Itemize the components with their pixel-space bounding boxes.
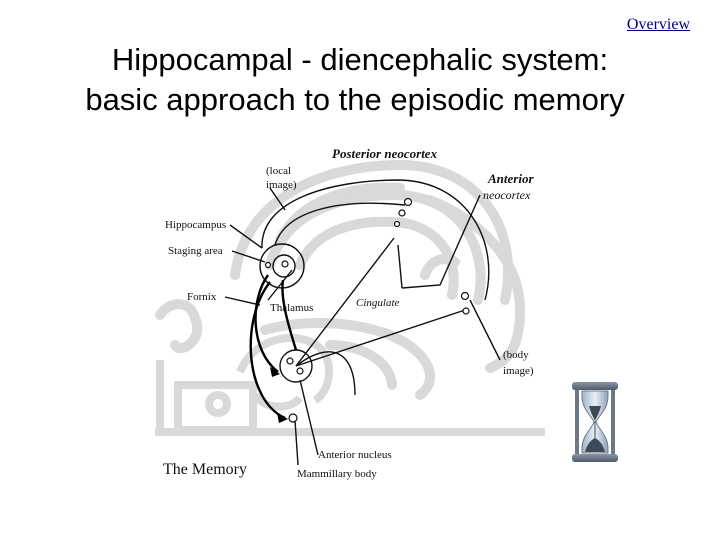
label-fornix: Fornix xyxy=(187,291,217,303)
thalamus-arc xyxy=(295,351,356,396)
local-image-leader xyxy=(269,187,286,211)
arrowheads xyxy=(270,367,288,423)
mammillary-leader xyxy=(294,419,299,466)
label-neocortex: neocortex xyxy=(483,188,531,202)
title-line-1: Hippocampal - diencephalic system: xyxy=(111,42,609,77)
label-posterior-neocortex: Posterior neocortex xyxy=(332,146,438,161)
thalamus-to-cingulate xyxy=(295,237,395,367)
fornix-arrow-thalamus xyxy=(254,274,279,373)
label-anterior-nucleus: Anterior nucleus xyxy=(318,449,392,461)
hippocampus-leader xyxy=(229,224,263,249)
label-body-image: (body xyxy=(503,349,529,361)
label-hippocampus: Hippocampus xyxy=(165,219,226,231)
label-mammillary-body: Mammillary body xyxy=(297,468,377,480)
anterior-drop xyxy=(397,244,403,289)
nodes xyxy=(264,197,470,423)
thalamus-leader xyxy=(267,269,293,301)
anterior-nucleus-leader xyxy=(299,379,319,456)
label-local-image-2: image) xyxy=(266,179,297,191)
label-thalamus: Thalamus xyxy=(270,302,313,314)
staging-leader xyxy=(231,250,266,263)
title-line-2: basic approach to the episodic memory xyxy=(85,82,625,117)
fornix-arrows xyxy=(249,274,298,420)
label-the-memory: The Memory xyxy=(163,461,247,478)
overview-link[interactable]: Overview xyxy=(626,16,690,33)
body-image-leader xyxy=(469,299,501,361)
arrowhead-thalamus xyxy=(270,367,280,377)
fornix-arrow-mammillary xyxy=(249,281,286,420)
label-body-image-2: image) xyxy=(503,365,534,377)
label-staging-area: Staging area xyxy=(168,245,223,257)
label-cingulate: Cingulate xyxy=(356,297,400,309)
anterior-line xyxy=(401,194,481,289)
cingulate-line xyxy=(295,309,466,367)
diagram-labels: Posterior neocortex (local image) Anteri… xyxy=(163,146,534,480)
label-local-image: (local xyxy=(266,165,291,177)
inner-arc xyxy=(274,202,406,246)
brain-lower-outline xyxy=(155,333,545,436)
fornix-back-arrow xyxy=(281,279,298,351)
fornix-leader xyxy=(224,296,261,306)
slide-title: Hippocampal - diencephalic system: basic… xyxy=(0,40,720,120)
label-anterior: Anterior xyxy=(487,171,534,186)
staging-inner-circle xyxy=(272,254,296,278)
arrowhead-mammillary xyxy=(277,413,288,423)
outer-arc xyxy=(261,179,490,301)
